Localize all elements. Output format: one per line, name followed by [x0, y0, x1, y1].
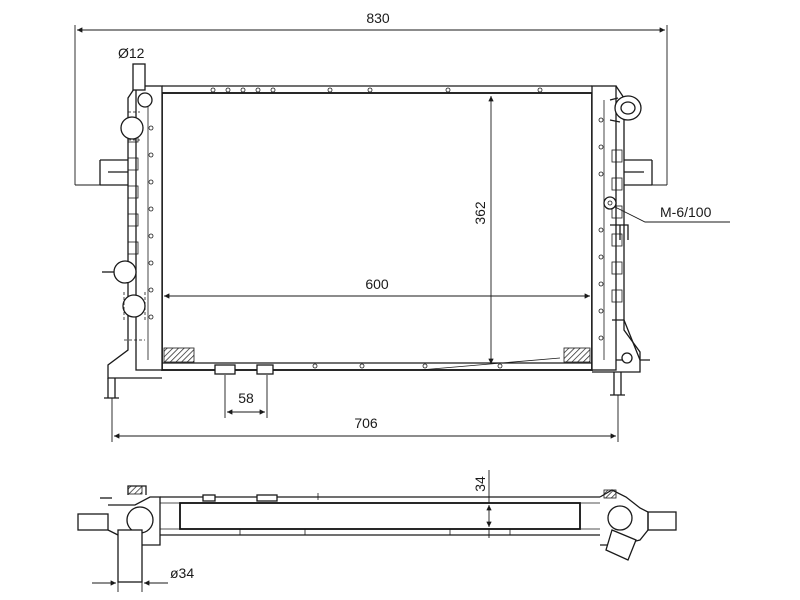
- dimension-362: 362: [472, 96, 494, 364]
- dim-mount-width: 706: [354, 415, 378, 431]
- dimension-hose-pipe: ø34: [92, 565, 194, 592]
- callout-mount-bolt: M-6/100: [614, 204, 730, 223]
- dimension-706: 706: [111, 395, 619, 442]
- dim-overall-width: 830: [366, 10, 390, 26]
- left-tank: [99, 63, 195, 399]
- bottom-brackets: [214, 364, 274, 375]
- top-clips: [210, 87, 543, 93]
- bleed-pipe: [132, 63, 146, 91]
- callout-mount-bolt-label: M-6/100: [660, 204, 712, 220]
- side-core: [179, 502, 581, 530]
- top-rail: [162, 85, 592, 94]
- left-foot: [104, 378, 119, 399]
- callout-bleed-pipe-label: Ø12: [118, 45, 145, 61]
- drain-cap: [113, 260, 137, 284]
- right-foot: [610, 372, 625, 396]
- side-right-end: [599, 489, 677, 561]
- dim-core-width: 600: [365, 276, 389, 292]
- right-tank: [563, 85, 653, 396]
- dimension-34: 34: [472, 470, 492, 538]
- dimension-600: 600: [164, 276, 590, 299]
- dim-bracket-spacing: 58: [238, 390, 254, 406]
- front-view: [99, 63, 653, 399]
- callout-hose-pipe-label: ø34: [170, 565, 194, 581]
- dimension-58: 58: [224, 375, 268, 418]
- callout-bleed-pipe: Ø12: [118, 45, 145, 61]
- side-view: 34 ø34: [77, 470, 677, 592]
- dimension-830: 830: [74, 10, 668, 186]
- bottom-clips: [312, 363, 503, 369]
- dim-core-height: 362: [472, 201, 488, 225]
- radiator-core: [161, 92, 593, 371]
- dim-core-depth: 34: [472, 476, 488, 492]
- side-left-end: [77, 485, 161, 583]
- outlet-pipe: [609, 95, 642, 123]
- mount-bolt: [603, 196, 617, 210]
